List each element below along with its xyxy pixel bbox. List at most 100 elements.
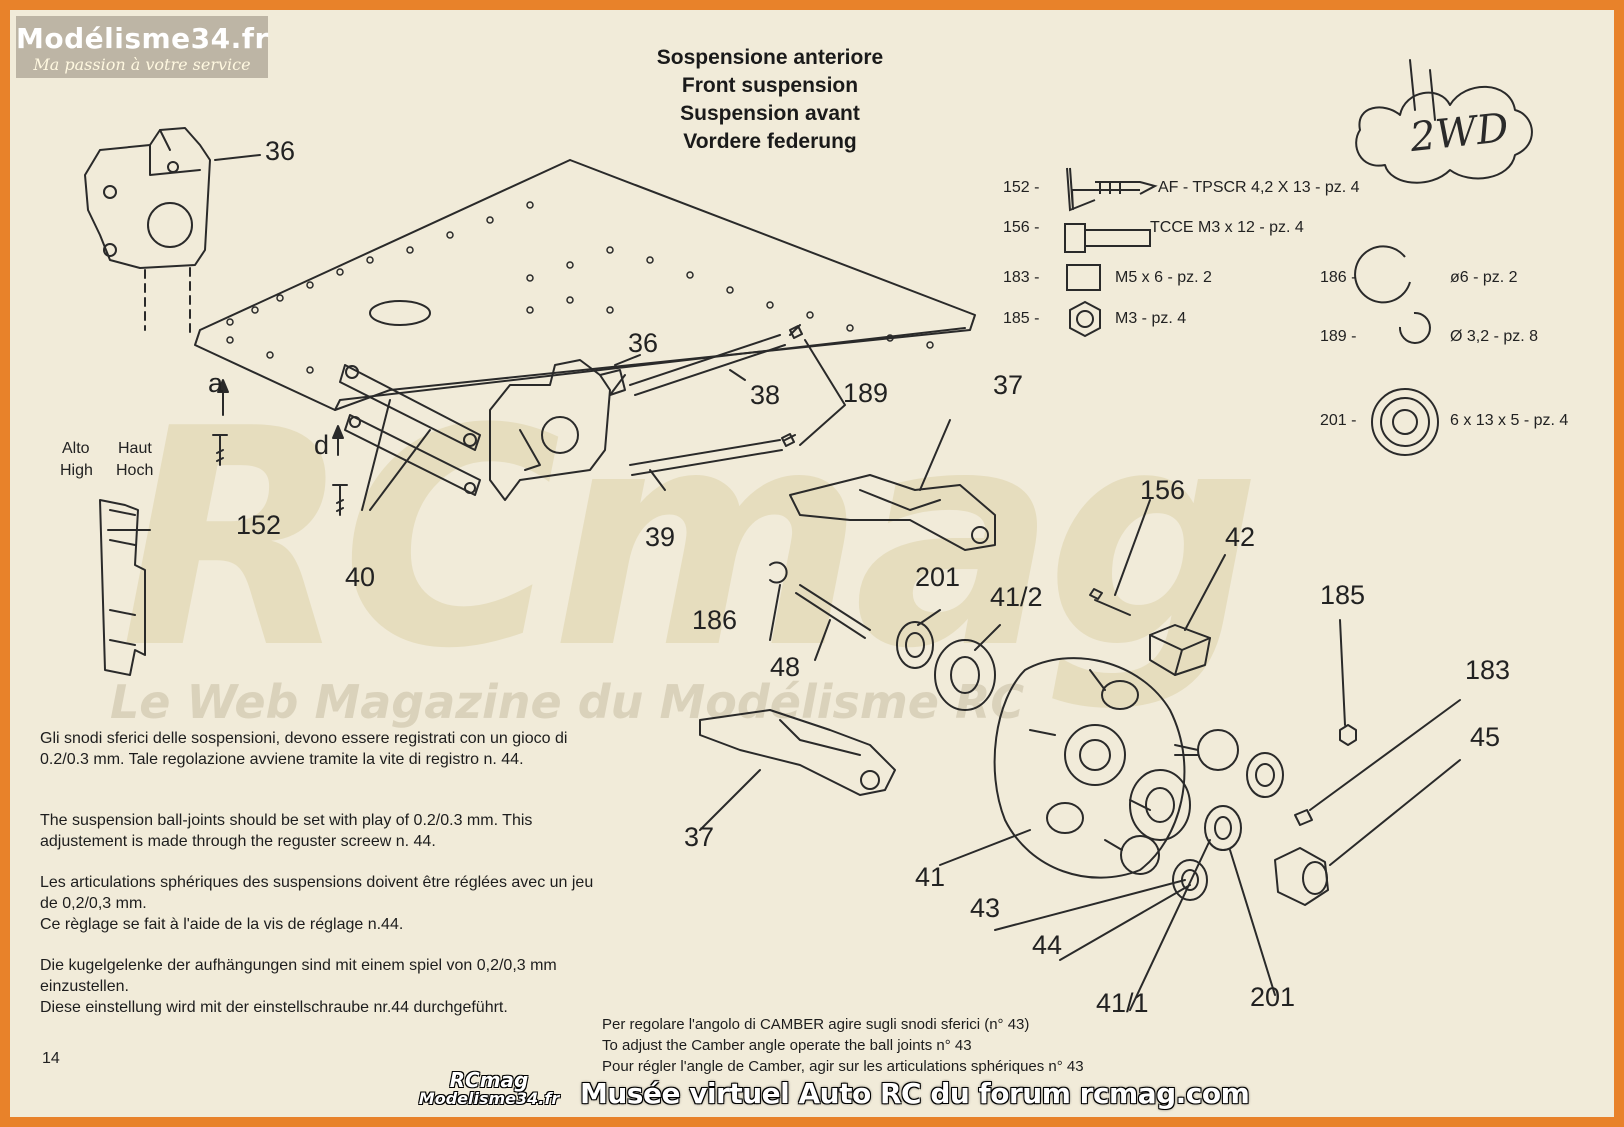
parts-icons <box>1064 167 1439 456</box>
screw-152-left <box>212 434 228 466</box>
callout-42: 42 <box>1225 522 1256 552</box>
part-156-desc: TCCE M3 x 12 - pz. 4 <box>1150 219 1304 236</box>
callout-152: 152 <box>236 510 282 540</box>
callout-48: 48 <box>770 652 801 682</box>
footer-logo: RCmag Modelisme34.fr <box>414 1070 564 1108</box>
callout-43: 43 <box>970 893 1001 923</box>
callout-201-upper: 201 <box>915 562 961 592</box>
title-german: Vordere federung <box>683 130 857 153</box>
callout-41: 41 <box>915 862 946 892</box>
part-186-number: 186 - <box>1320 269 1357 286</box>
nut-45 <box>1274 847 1329 906</box>
callout-189: 189 <box>843 378 889 408</box>
part-185-desc: M3 - pz. 4 <box>1115 310 1187 327</box>
title-french: Suspension avant <box>680 102 860 125</box>
title-english: Front suspension <box>681 74 859 97</box>
part-183-number: 183 - <box>1003 269 1040 286</box>
logo-slogan: Ma passion à votre service <box>33 55 251 74</box>
pin-38 <box>629 334 786 396</box>
screw-44-upper <box>1246 752 1284 798</box>
callout-44: 44 <box>1032 930 1063 960</box>
link-40-lower <box>344 414 481 496</box>
callout-183: 183 <box>1465 655 1511 685</box>
screw-152-right <box>332 484 348 516</box>
callout-186: 186 <box>692 605 738 635</box>
ball-43-upper <box>1197 729 1239 771</box>
callout-45: 45 <box>1470 722 1501 752</box>
callout-a: a <box>208 368 224 398</box>
chassis-plate <box>194 159 976 411</box>
instruction-english: The suspension ball-joints should be set… <box>40 812 533 850</box>
pin-39 <box>629 439 783 476</box>
footer-logo-line1: RCmag <box>449 1068 529 1092</box>
orientation-alto: Alto <box>62 440 90 457</box>
page-number: 14 <box>42 1050 60 1067</box>
camber-note-english: To adjust the Camber angle operate the b… <box>602 1037 972 1054</box>
clip-186 <box>769 561 788 584</box>
part-152-number: 152 - <box>1003 179 1040 196</box>
bearing-41-2 <box>934 639 996 711</box>
pin-48 <box>795 584 871 639</box>
upright-36-top <box>84 127 211 269</box>
orientation-hoch: Hoch <box>116 462 154 479</box>
orientation-high: High <box>60 462 93 479</box>
camber-note: Per regolare l'angolo di CAMBER agire su… <box>602 1014 1222 1077</box>
side-bracket <box>99 499 146 676</box>
orientation-haut: Haut <box>118 440 152 457</box>
footer-banner: Musée virtuel Auto RC du forum rcmag.com <box>580 1077 1250 1110</box>
page-title: Sospensione anteriore Front suspension S… <box>650 44 890 156</box>
bearing-201-b <box>1204 805 1242 851</box>
instruction-german-2: Diese einstellung wird mit der einstells… <box>40 999 508 1016</box>
callout-36-center: 36 <box>628 328 659 358</box>
instruction-german-1: Die kugelgelenke der aufhängungen sind m… <box>40 957 557 995</box>
callout-37-upper: 37 <box>993 370 1024 400</box>
callout-156: 156 <box>1140 475 1186 505</box>
manual-page: RCmag Le Web Magazine du Modélisme RC Mo… <box>10 10 1614 1117</box>
screw-44-lower <box>1172 859 1208 901</box>
callout-36-top: 36 <box>265 136 296 166</box>
part-185-number: 185 - <box>1003 310 1040 327</box>
callout-201-lower: 201 <box>1250 982 1296 1012</box>
badge-outline <box>1355 85 1533 184</box>
camber-note-french: Pour régler l'angle de Camber, agir sur … <box>602 1058 1084 1075</box>
watermark-big-text: RCmag <box>120 365 1261 714</box>
instruction-french-1: Les articulations sphériques des suspens… <box>40 874 594 912</box>
part-152-desc: AF - TPSCR 4,2 X 13 - pz. 4 <box>1158 179 1360 196</box>
ball-43-lower <box>1120 835 1160 875</box>
site-logo: Modélisme34.fr Ma passion à votre servic… <box>16 16 268 78</box>
callout-38: 38 <box>750 380 781 410</box>
part-186-desc: ø6 - pz. 2 <box>1450 269 1518 286</box>
hub-41 <box>993 657 1186 879</box>
upright-36-center <box>489 359 611 501</box>
part-156-number: 156 - <box>1003 219 1040 236</box>
logo-title: Modélisme34.fr <box>16 22 269 55</box>
instruction-french-2: Ce règlage se fait à l'aide de la vis de… <box>40 916 404 933</box>
callout-41-1: 41/1 <box>1096 988 1149 1018</box>
callout-37-lower: 37 <box>684 822 715 852</box>
arm-37-lower <box>699 709 896 796</box>
part-201-number: 201 - <box>1320 412 1357 429</box>
camber-note-italian: Per regolare l'angolo di CAMBER agire su… <box>602 1016 1030 1033</box>
arm-37-upper <box>789 474 996 551</box>
callout-40: 40 <box>345 562 376 592</box>
watermark-tagline: Le Web Magazine du Modélisme RC <box>110 675 1025 729</box>
callout-d: d <box>314 430 330 460</box>
link-40-upper <box>339 364 481 451</box>
setscrew-183 <box>1294 809 1313 826</box>
part-189-number: 189 - <box>1320 328 1357 345</box>
callout-41-2: 41/2 <box>990 582 1043 612</box>
screw-156 <box>1089 588 1131 616</box>
footer-logo-line2: Modelisme34.fr <box>418 1089 560 1108</box>
instruction-italian: Gli snodi sferici delle sospensioni, dev… <box>40 730 568 768</box>
part-201-desc: 6 x 13 x 5 - pz. 4 <box>1450 412 1569 429</box>
bearing-41-1 <box>1129 769 1191 841</box>
block-42 <box>1149 624 1211 676</box>
part-183-desc: M5 x 6 - pz. 2 <box>1115 269 1212 286</box>
exploded-diagram <box>84 59 1533 1011</box>
title-italian: Sospensione anteriore <box>656 46 884 69</box>
callout-39: 39 <box>645 522 676 552</box>
bearing-201-a <box>896 621 934 669</box>
callout-185: 185 <box>1320 580 1366 610</box>
part-189-desc: Ø 3,2 - pz. 8 <box>1450 328 1539 345</box>
nut-185 <box>1339 724 1357 746</box>
